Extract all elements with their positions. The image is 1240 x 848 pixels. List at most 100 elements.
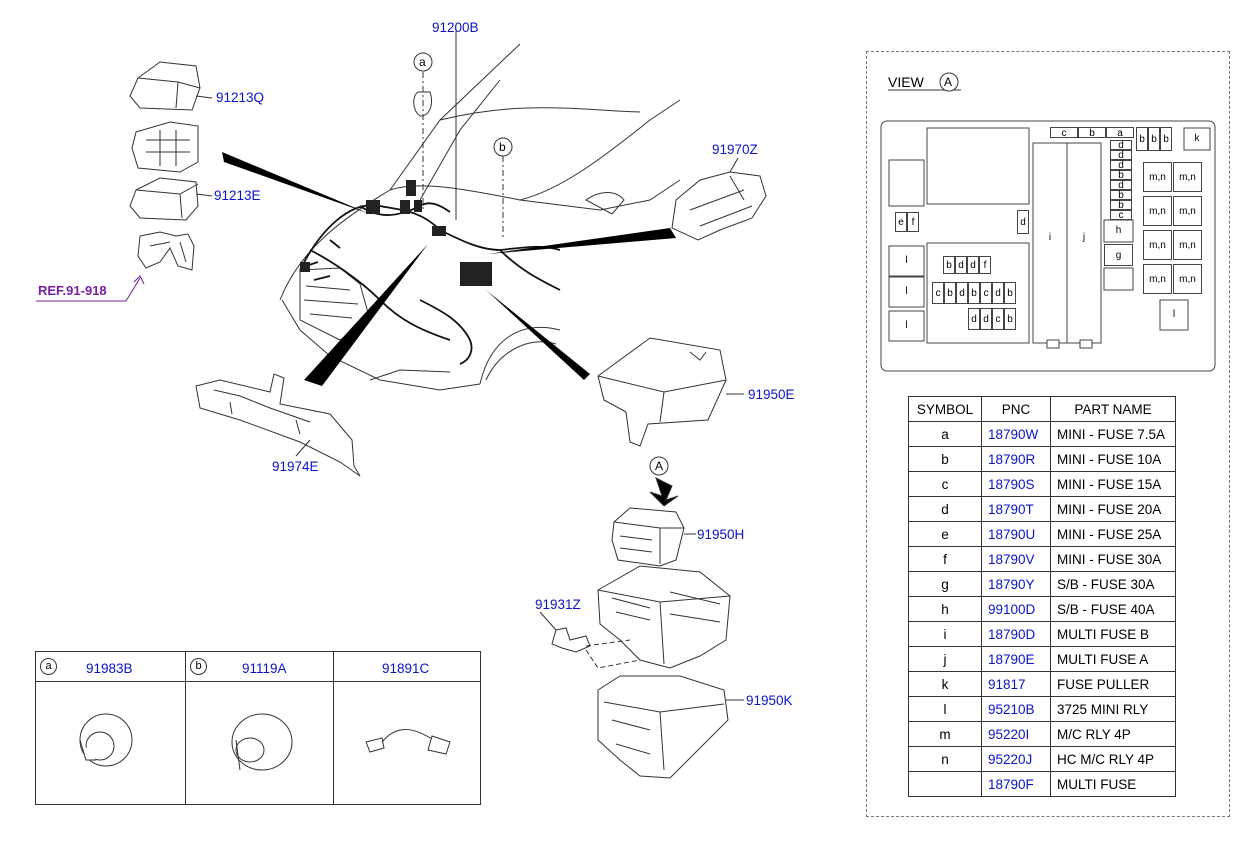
label-91974e[interactable]: 91974E	[272, 459, 319, 474]
label-91950e[interactable]: 91950E	[748, 387, 795, 402]
inset-symbol-a: a	[40, 658, 57, 675]
fuse-slot: l	[905, 255, 908, 266]
label-91931z[interactable]: 91931Z	[535, 597, 581, 612]
cell-name: MINI - FUSE 25A	[1050, 521, 1176, 547]
fuse-slot: j	[1082, 232, 1086, 243]
cell-pnc[interactable]: 18790F	[981, 771, 1051, 797]
cell-symbol	[908, 771, 982, 797]
fuse-slot: b	[1110, 170, 1132, 181]
fuse-slot: l	[905, 286, 908, 297]
fuse-box-cover-91950e[interactable]	[597, 337, 727, 447]
cell-pnc[interactable]: 18790S	[981, 471, 1051, 497]
cell-pnc[interactable]: 18790W	[981, 421, 1051, 447]
relay-box-lower-91213e[interactable]	[129, 177, 199, 221]
fuse-slot: d	[1110, 140, 1132, 151]
label-91950h[interactable]: 91950H	[697, 527, 745, 542]
label-91970z[interactable]: 91970Z	[712, 142, 758, 157]
fuse-slot: b	[1110, 190, 1132, 201]
label-91213e[interactable]: 91213E	[214, 188, 261, 203]
callout-b-circle	[493, 137, 513, 157]
cell-name: S/B - FUSE 40A	[1050, 596, 1176, 622]
cell-pnc[interactable]: 18790R	[981, 446, 1051, 472]
fuse-slot: b	[1110, 200, 1132, 211]
cell-symbol: b	[908, 446, 982, 472]
view-circle-a	[939, 72, 959, 92]
fuse-slot: l	[1172, 309, 1176, 320]
fuse-slot: m,n	[1173, 230, 1202, 260]
fuse-slot: m,n	[1143, 162, 1172, 192]
header-pnc: PNC	[981, 396, 1051, 422]
bracket-91931z[interactable]	[551, 627, 591, 653]
cell-pnc[interactable]: 18790Y	[981, 571, 1051, 597]
cell-symbol: e	[908, 521, 982, 547]
fuse-module-91950h[interactable]	[611, 507, 685, 567]
cell-pnc[interactable]: 18790D	[981, 621, 1051, 647]
fuse-slot: d	[955, 256, 967, 274]
cell-symbol: j	[908, 646, 982, 672]
cell-pnc[interactable]: 18790T	[981, 496, 1051, 522]
inset-pnc-91119a[interactable]: 91119A	[242, 661, 287, 676]
cell-name: MINI - FUSE 15A	[1050, 471, 1176, 497]
fuse-slot: b	[943, 256, 955, 274]
bracket-91974e[interactable]	[195, 373, 361, 477]
cell-symbol: f	[908, 546, 982, 572]
inset-pnc-91983b[interactable]: 91983B	[86, 661, 133, 676]
inset-pnc-91891c[interactable]: 91891C	[382, 661, 430, 676]
header-part-name: PART NAME	[1050, 396, 1176, 422]
fuse-box-lower-91950k[interactable]	[597, 675, 729, 779]
fuse-slot: g	[1104, 244, 1133, 266]
view-a-panel	[866, 51, 1230, 817]
cell-pnc[interactable]: 18790U	[981, 521, 1051, 547]
cell-symbol: h	[908, 596, 982, 622]
cell-pnc[interactable]: 18790E	[981, 646, 1051, 672]
relay-box-cover-91213q[interactable]	[129, 61, 201, 111]
fuse-slot: d	[1110, 160, 1132, 171]
fuse-slot: m,n	[1173, 264, 1202, 294]
harness-connectors	[300, 180, 492, 286]
cover-91970z[interactable]	[671, 171, 767, 241]
cell-pnc[interactable]: 91817	[981, 671, 1051, 697]
label-91213q[interactable]: 91213Q	[216, 90, 265, 105]
relay-box-frame	[131, 121, 199, 173]
cell-pnc[interactable]: 95220I	[981, 721, 1051, 747]
cell-symbol: d	[908, 496, 982, 522]
fuse-slot: b	[1078, 127, 1106, 139]
label-91200b[interactable]: 91200B	[432, 20, 479, 35]
label-91950k[interactable]: 91950K	[746, 693, 793, 708]
fuse-slot: l	[905, 320, 908, 331]
cell-pnc[interactable]: 95220J	[981, 746, 1051, 772]
fuse-slot: a	[1106, 127, 1134, 139]
callout-a-letter: a	[419, 55, 426, 69]
fuse-slot: b	[944, 282, 956, 304]
fuse-slot: d	[1110, 180, 1132, 191]
label-ref-91-918[interactable]: REF.91-918	[38, 283, 107, 298]
cell-name: FUSE PULLER	[1050, 671, 1176, 697]
view-title-circle-letter: A	[944, 75, 953, 89]
fuse-slot: b	[1136, 127, 1148, 151]
fuse-slot: h	[1115, 225, 1122, 236]
cell-pnc[interactable]: 95210B	[981, 696, 1051, 722]
fuse-slot: b	[1148, 127, 1160, 151]
cell-pnc[interactable]: 99100D	[981, 596, 1051, 622]
cell-symbol: g	[908, 571, 982, 597]
inset-col-a: a 91983B	[36, 652, 186, 804]
cell-pnc[interactable]: 18790V	[981, 546, 1051, 572]
fuse-slot: m,n	[1143, 196, 1172, 226]
cell-name: MULTI FUSE A	[1050, 646, 1176, 672]
fuse-slot: d	[956, 282, 968, 304]
